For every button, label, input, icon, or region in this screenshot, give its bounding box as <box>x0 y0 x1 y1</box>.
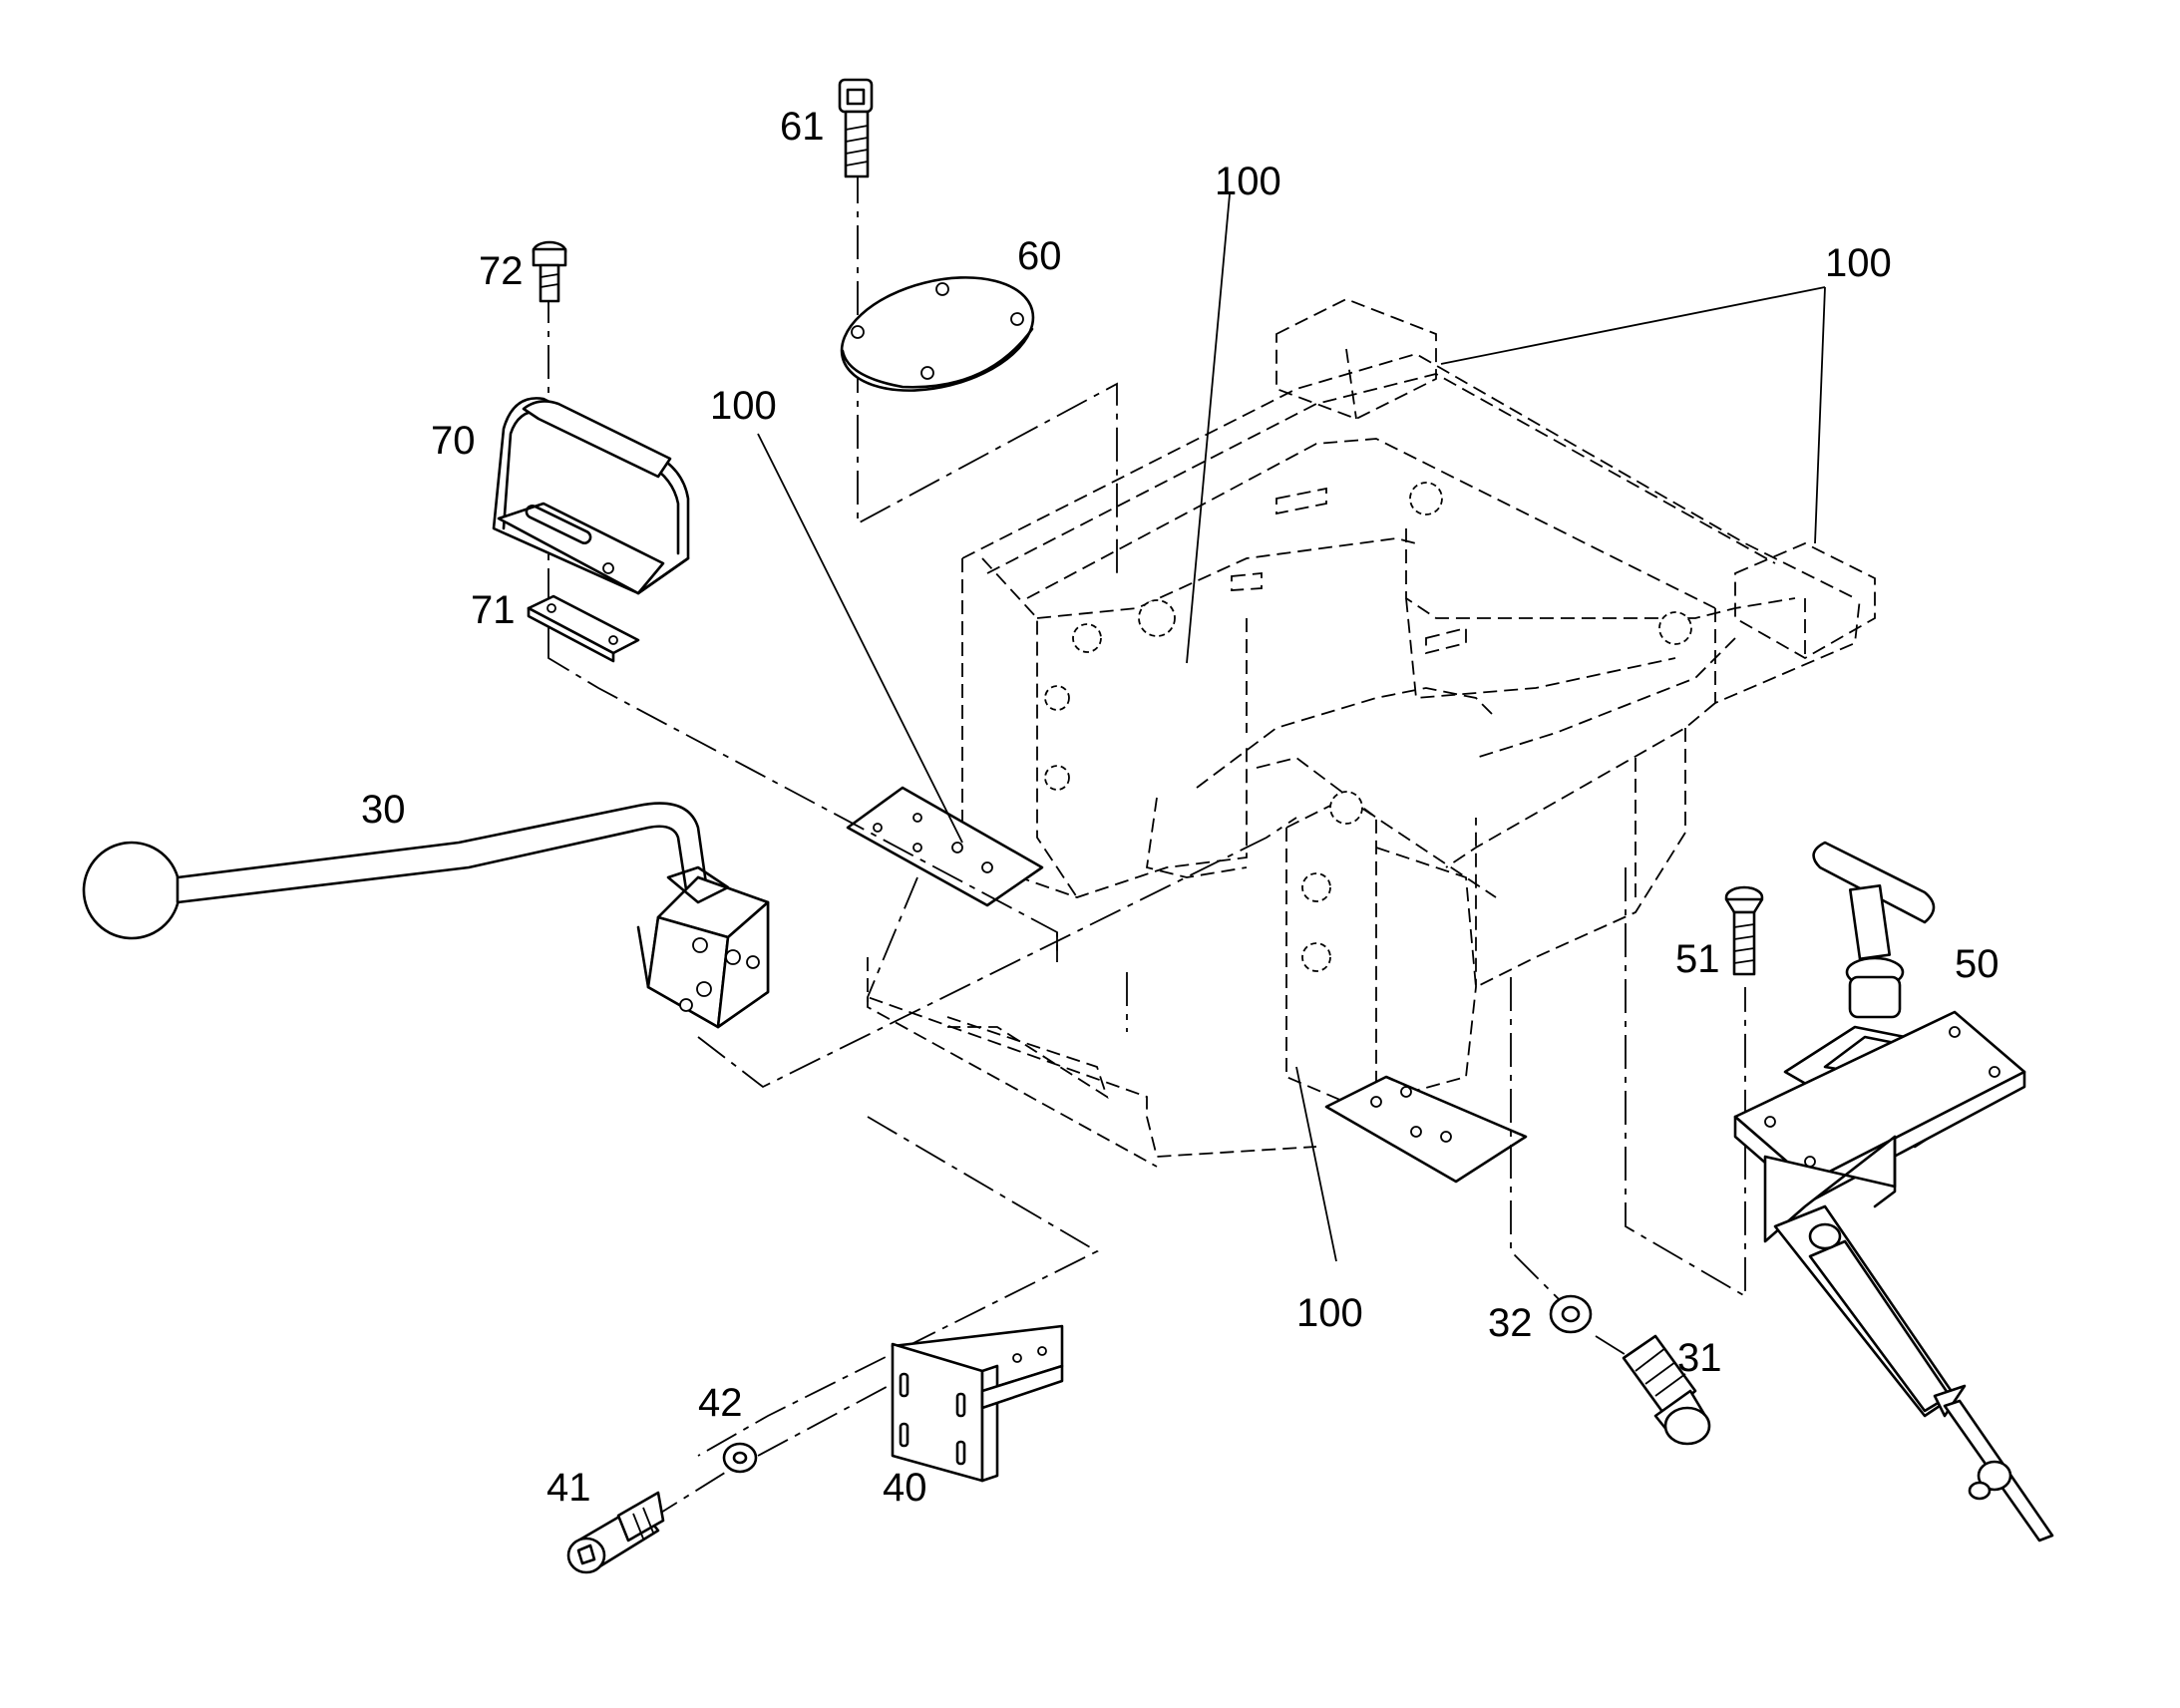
callout-60: 60 <box>1017 234 1062 278</box>
assembly-lines <box>547 170 1746 1522</box>
callout-40: 40 <box>883 1466 927 1510</box>
callout-72: 72 <box>479 249 524 293</box>
frame-mount-plate-right <box>1324 1075 1528 1184</box>
callout-32: 32 <box>1488 1301 1533 1345</box>
bolt-31 <box>1622 1334 1711 1446</box>
callout-61: 61 <box>780 105 825 149</box>
mounting-bracket-40 <box>891 1324 1064 1483</box>
lever-30 <box>82 802 770 1029</box>
bolt-72 <box>532 240 567 303</box>
leader-lines <box>757 193 1826 1262</box>
frame-mount-plate-left <box>846 786 1044 907</box>
callout-41: 41 <box>546 1466 591 1510</box>
countersunk-screw-51 <box>1724 885 1764 976</box>
callout-100-top: 100 <box>1215 160 1281 203</box>
shim-plate-71 <box>527 594 640 663</box>
callout-70: 70 <box>431 419 476 463</box>
callout-30: 30 <box>361 788 406 832</box>
callout-100-left: 100 <box>710 384 777 428</box>
screw-61 <box>838 78 874 178</box>
cover-disc-60 <box>840 276 1035 392</box>
callout-100-right: 100 <box>1825 241 1892 285</box>
washer-32 <box>1549 1294 1593 1334</box>
callout-31: 31 <box>1677 1336 1722 1380</box>
handle-bracket-70 <box>492 397 690 595</box>
callout-100-bottom: 100 <box>1296 1291 1363 1335</box>
washer-42 <box>722 1442 758 1474</box>
gear-shift-assembly-50 <box>1733 841 2054 1542</box>
callout-labels: 61 60 72 70 71 100 100 100 100 30 51 50 … <box>361 105 1999 1510</box>
callout-50: 50 <box>1955 942 1999 986</box>
socket-screw-41 <box>566 1491 665 1574</box>
frame-assembly <box>846 298 1876 1184</box>
callout-42: 42 <box>698 1381 743 1425</box>
callout-51: 51 <box>1675 937 1720 981</box>
callout-71: 71 <box>471 588 516 632</box>
